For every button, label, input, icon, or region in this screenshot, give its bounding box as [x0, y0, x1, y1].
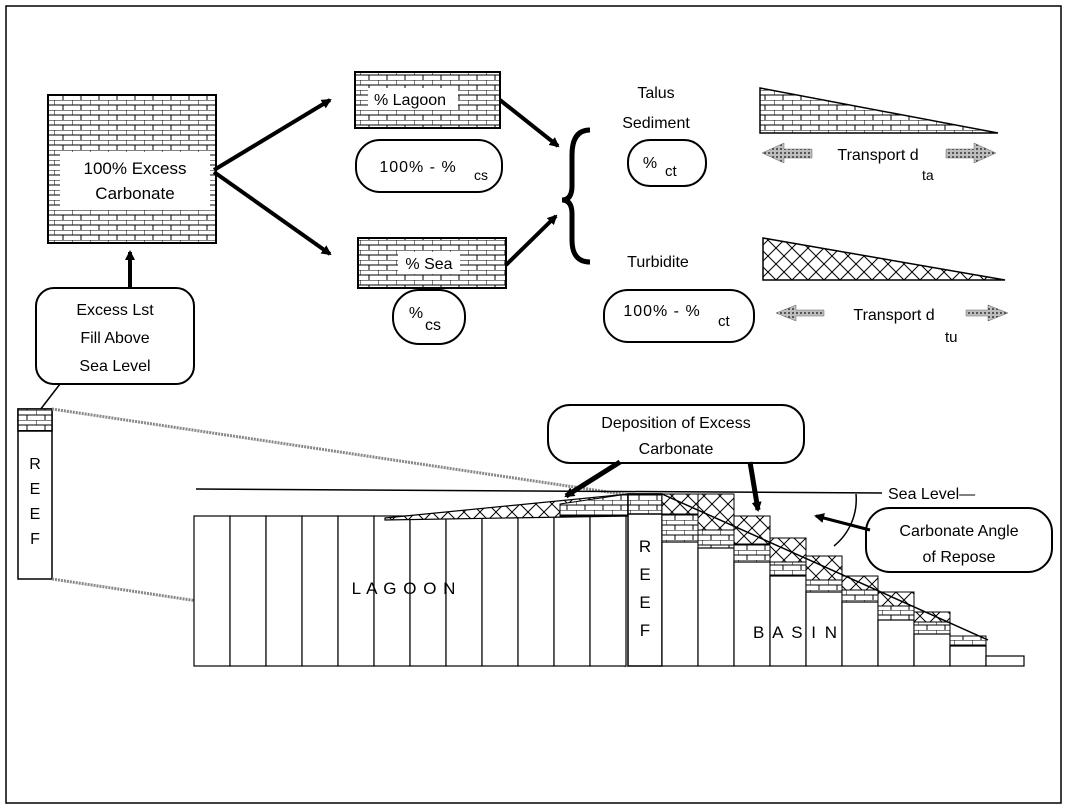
sea-formula-sub: cs [425, 317, 441, 334]
arrow-sea-to-talus [506, 216, 556, 265]
angle-callout-arrow [816, 516, 870, 530]
large-reef-letter-2: E [639, 565, 650, 584]
talus-formula-sub: ct [665, 163, 678, 180]
turbidite-formula-main: 100% - % [623, 303, 700, 320]
arrow-lagoon-to-talus [500, 100, 558, 146]
large-reef-letter-3: E [639, 593, 650, 612]
lagoon-label: % Lagoon [374, 92, 446, 109]
lagoon-formula-main: 100% - % [379, 159, 456, 176]
arrow-to-sea [214, 172, 330, 254]
lagoon-box: % Lagoon [355, 72, 500, 128]
talus-title-line1: Talus [637, 85, 674, 102]
excess-fill-line1: Excess Lst [76, 302, 154, 319]
large-reef-column: R E E F [628, 494, 662, 666]
talus-transport-sub: ta [922, 167, 934, 183]
turbidite-wedge [763, 238, 1005, 280]
talus-transport-arrow: Transport d ta [762, 143, 996, 183]
angle-repose-line1: Carbonate Angle [899, 523, 1018, 540]
deposition-callout: Deposition of Excess Carbonate [548, 405, 804, 463]
talus-formula-main: % [643, 155, 657, 172]
small-reef-letter-1: R [29, 456, 41, 473]
large-reef-letter-4: F [640, 621, 650, 640]
sea-level-line [196, 489, 882, 493]
excess-fill-callout: Excess Lst Fill Above Sea Level [36, 288, 194, 384]
turbidite-title: Turbidite [627, 254, 689, 271]
deposition-line1: Deposition of Excess [601, 415, 750, 432]
turbidite-transport-arrow: Transport d tu [776, 305, 1008, 346]
talus-formula: % ct [628, 140, 706, 186]
excess-fill-line2: Fill Above [80, 330, 149, 347]
talus-transport-label: Transport d [837, 147, 918, 164]
talus-title-line2: Sediment [622, 115, 690, 132]
angle-repose-line2: of Repose [923, 549, 996, 566]
excess-fill-line3: Sea Level [79, 358, 150, 375]
callout-leader [40, 384, 60, 410]
excess-carbonate-box: 100% Excess Carbonate [48, 95, 216, 243]
turbidite-formula-sub: ct [718, 313, 731, 330]
turbidite-transport-sub: tu [945, 329, 958, 346]
large-reef-letter-1: R [639, 537, 651, 556]
basin-label: B A S I N [753, 623, 839, 642]
zoom-line-top [52, 409, 628, 495]
small-reef-letter-3: E [30, 506, 41, 523]
talus-wedge [760, 88, 998, 133]
grouping-brace [562, 130, 590, 262]
sea-formula-main: % [409, 305, 423, 322]
lagoon-label-main: L A G O O N [352, 579, 457, 598]
deposition-arrow-right [750, 462, 758, 510]
small-reef-column: R E E F [18, 409, 52, 579]
lagoon-formula: 100% - % cs [356, 140, 502, 192]
arrow-to-lagoon [214, 100, 330, 170]
excess-carbonate-line1: 100% Excess [84, 159, 187, 178]
small-reef-letter-4: F [30, 531, 40, 548]
sea-formula: % cs [393, 290, 465, 344]
lagoon-formula-sub: cs [474, 167, 488, 183]
turbidite-formula: 100% - % ct [604, 290, 754, 342]
deposition-line2: Carbonate [639, 441, 714, 458]
sea-level-label: Sea Level— [888, 486, 975, 503]
turbidite-transport-label: Transport d [853, 307, 934, 324]
angle-repose-callout: Carbonate Angle of Repose [866, 508, 1052, 572]
excess-carbonate-line2: Carbonate [95, 184, 174, 203]
small-reef-letter-2: E [30, 481, 41, 498]
sea-label: % Sea [405, 256, 452, 273]
sea-box: % Sea [358, 238, 506, 288]
